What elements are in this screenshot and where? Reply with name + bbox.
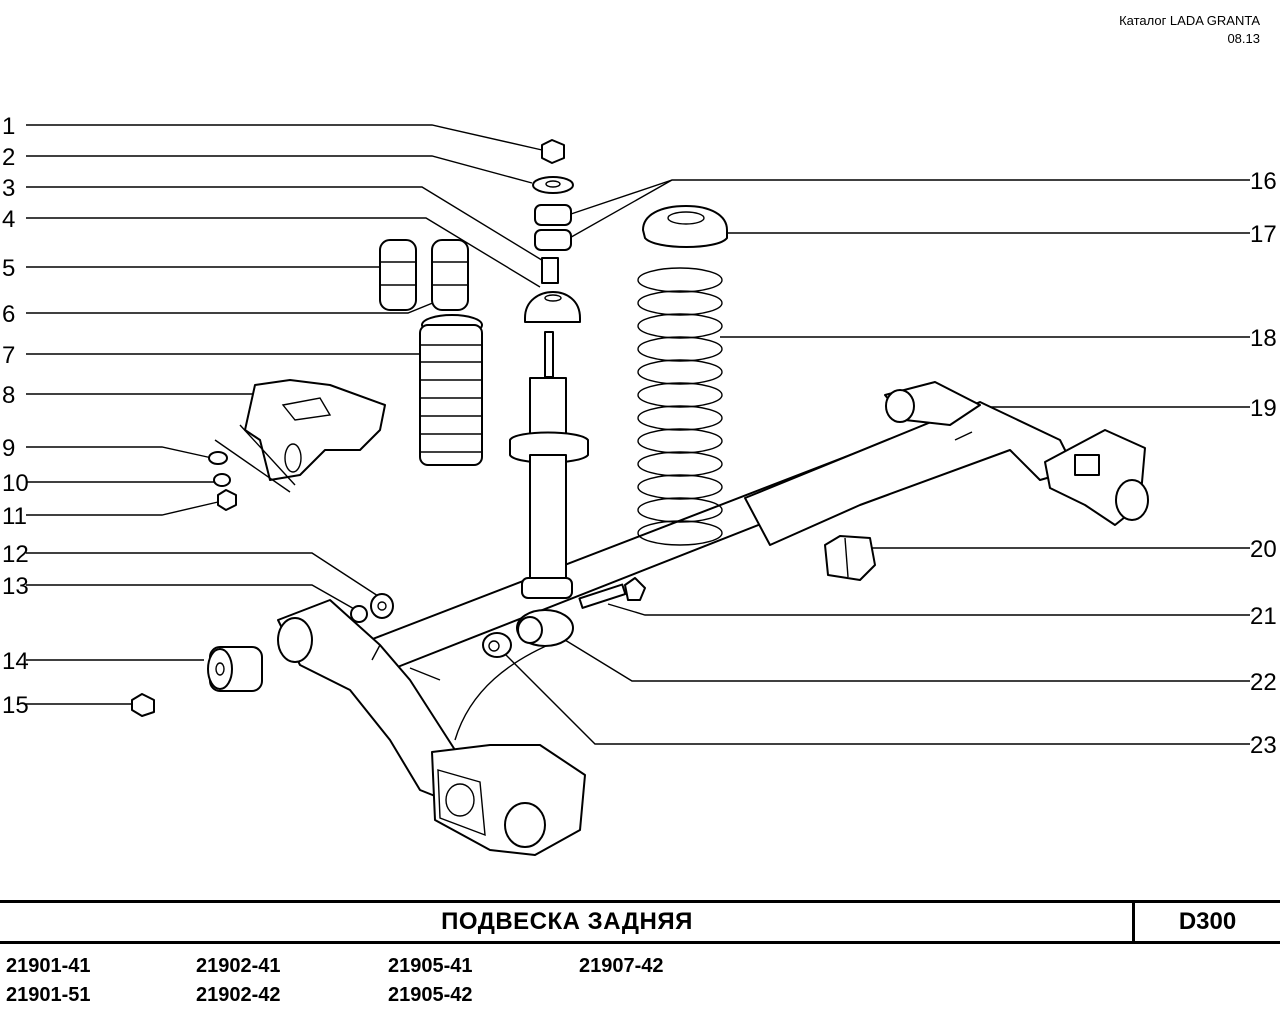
cushion-16a [534, 204, 572, 226]
rear-beam [277, 381, 1149, 856]
callout-19: 19 [1250, 395, 1277, 422]
callout-11: 11 [2, 503, 27, 530]
callout-21: 21 [1250, 603, 1277, 630]
model-code: 21905-42 [388, 984, 473, 1006]
model-code: 21901-51 [6, 984, 91, 1006]
callout-5: 5 [2, 255, 15, 282]
callout-18: 18 [1250, 325, 1277, 352]
callout-8: 8 [2, 382, 15, 409]
dust-boot [419, 314, 483, 466]
shock-absorber [509, 331, 589, 647]
model-code: 21902-41 [196, 955, 281, 977]
callout-9: 9 [2, 435, 15, 462]
leader-lines [26, 124, 1250, 745]
spacer-3 [541, 257, 559, 284]
bracket-8 [208, 379, 386, 511]
callout-17: 17 [1250, 221, 1277, 248]
model-code: 21907-42 [579, 955, 664, 977]
model-code: 21901-41 [6, 955, 91, 977]
nut-1 [541, 139, 565, 164]
washer-4 [524, 291, 581, 323]
cushion-16b [534, 229, 572, 251]
page-title: ПОДВЕСКА ЗАДНЯЯ [441, 908, 693, 935]
shock-top-hardware [524, 139, 581, 323]
callout-10: 10 [2, 470, 29, 497]
callout-6: 6 [2, 301, 15, 328]
bushing-20 [824, 535, 876, 581]
title-bar: ПОДВЕСКА ЗАДНЯЯ D300 [0, 900, 1280, 944]
callout-13: 13 [2, 573, 29, 600]
callout-16: 16 [1250, 168, 1277, 195]
callout-14: 14 [2, 648, 29, 675]
coil-spring [637, 267, 723, 546]
callout-numbers: 1 2 3 4 5 6 7 8 9 10 11 12 13 14 15 16 1… [2, 113, 1277, 759]
callout-15: 15 [2, 692, 29, 719]
title-divider [1132, 903, 1135, 941]
model-code: 21902-42 [196, 984, 281, 1006]
callout-7: 7 [2, 342, 15, 369]
callout-20: 20 [1250, 536, 1277, 563]
washer-2 [532, 176, 574, 194]
model-code: 21905-41 [388, 955, 473, 977]
callout-12: 12 [2, 541, 29, 568]
callout-22: 22 [1250, 669, 1277, 696]
left-hardware [131, 593, 394, 717]
callout-4: 4 [2, 206, 15, 233]
rear-suspension-diagram: 1 2 3 4 5 6 7 8 9 10 11 12 13 14 15 16 1… [2, 113, 1277, 856]
lower-mount-hardware [482, 577, 646, 658]
diagram-code: D300 [1178, 908, 1237, 935]
callout-1: 1 [2, 113, 15, 140]
catalog-date: 08.13 [1227, 31, 1260, 46]
callout-2: 2 [2, 144, 15, 171]
spring-and-seat [637, 205, 728, 546]
callout-3: 3 [2, 175, 15, 202]
callout-23: 23 [1250, 732, 1277, 759]
catalog-title: Каталог LADA GRANTA [1119, 13, 1260, 28]
bump-stops [379, 239, 469, 311]
